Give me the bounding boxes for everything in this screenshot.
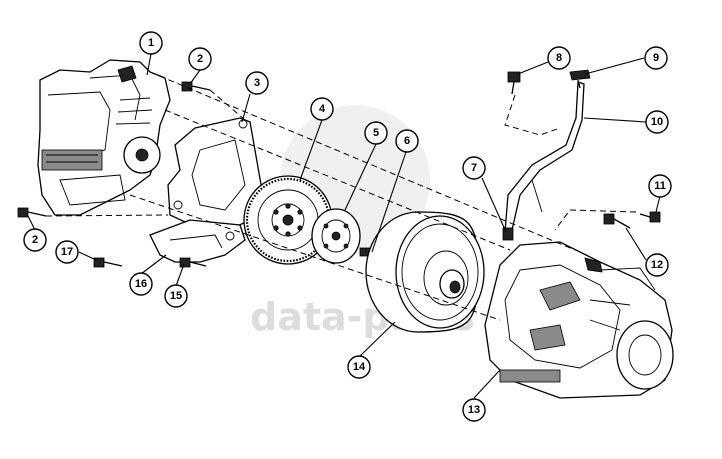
callout-8: 8 [547,46,571,70]
callout-7: 7 [462,156,486,180]
callout-14: 14 [347,355,371,379]
callout-2-left: 2 [23,228,47,252]
dipstick [569,69,591,89]
svg-text:5: 5 [373,127,379,139]
svg-text:9: 9 [653,52,659,64]
svg-text:1: 1 [148,37,154,49]
flexplate [243,175,333,265]
callout-1: 1 [139,31,163,55]
svg-text:17: 17 [61,246,73,258]
svg-text:6: 6 [404,135,410,147]
tube-bolt [507,71,521,95]
torque-converter [365,211,485,333]
svg-text:2: 2 [197,53,203,65]
svg-text:13: 13 [468,404,480,416]
callout-3: 3 [245,71,269,95]
callout-15: 15 [164,284,188,308]
dipstick-tube [502,81,585,241]
callout-6: 6 [395,129,419,153]
svg-text:10: 10 [651,116,663,128]
svg-text:2: 2 [32,234,38,246]
fasteners [17,81,211,268]
svg-text:3: 3 [254,77,260,89]
callout-9: 9 [644,46,668,70]
callout-11: 11 [648,174,672,198]
callout-16: 16 [129,272,153,296]
callout-5: 5 [364,121,388,145]
svg-text:16: 16 [135,278,147,290]
callout-4: 4 [310,97,334,121]
callout-2: 2 [188,47,212,71]
transaxle [484,241,674,399]
callout-12: 12 [645,253,669,277]
svg-text:15: 15 [170,290,182,302]
mount-bolts [603,211,661,229]
svg-text:8: 8 [556,52,562,64]
callout-10: 10 [645,110,669,134]
svg-text:11: 11 [654,180,666,192]
svg-text:7: 7 [471,162,477,174]
callout-17: 17 [55,240,79,264]
drive-plate [311,208,361,264]
alignment-lines [45,71,637,321]
svg-text:12: 12 [651,259,663,271]
bracket [149,219,246,263]
engine-block [37,59,171,216]
leader-lines [27,53,661,399]
svg-text:14: 14 [353,361,366,373]
callout-13: 13 [462,398,486,422]
svg-text:4: 4 [319,103,326,115]
